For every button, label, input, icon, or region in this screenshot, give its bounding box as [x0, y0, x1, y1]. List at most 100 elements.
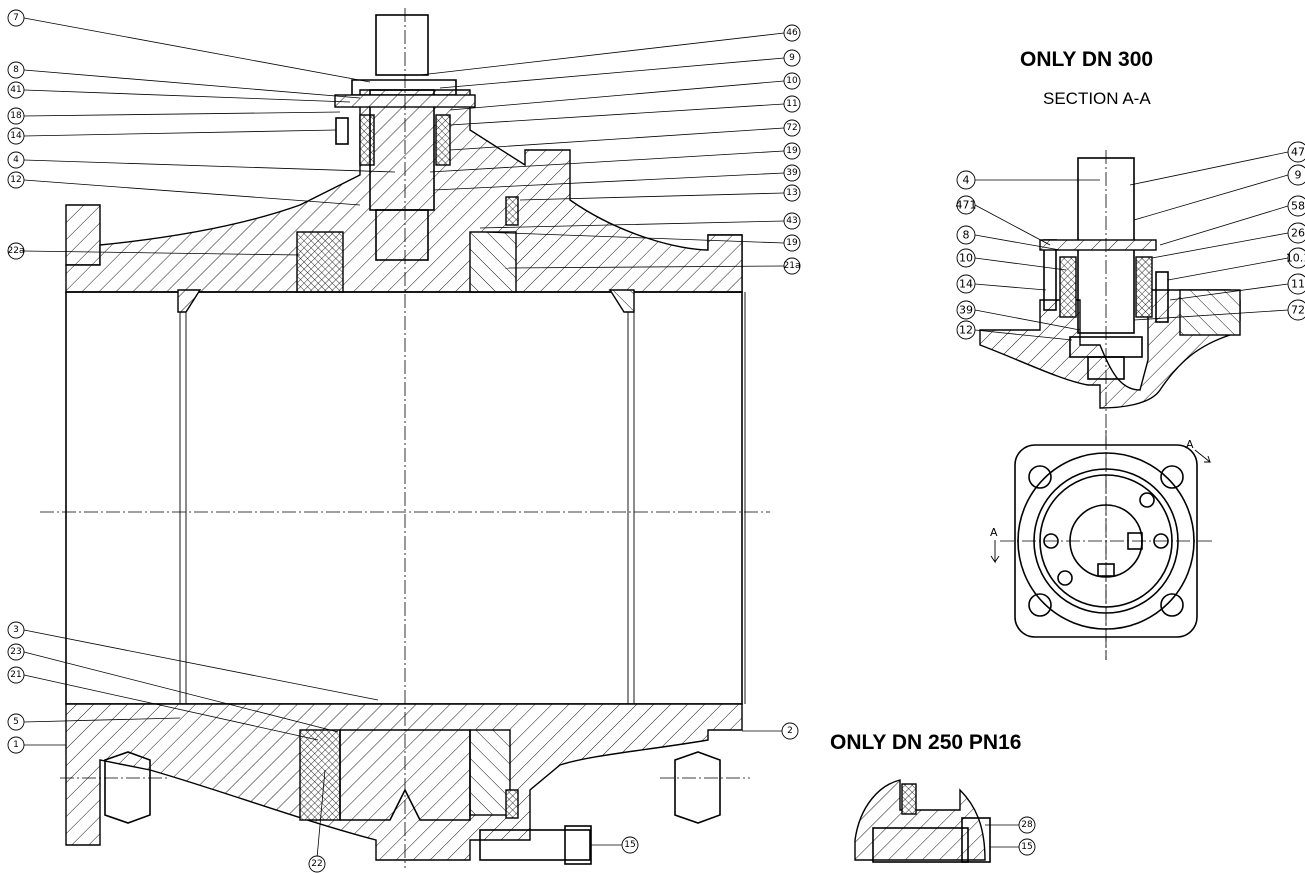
balloon-10: 10 — [956, 248, 1067, 271]
svg-text:21a: 21a — [784, 261, 801, 271]
balloon-21: 21 — [7, 666, 319, 741]
svg-text:72: 72 — [786, 123, 797, 133]
svg-text:5: 5 — [13, 717, 19, 727]
section-balloons-left: 4 471 810 14 39 12 — [956, 170, 1100, 341]
svg-text:9: 9 — [1295, 169, 1302, 182]
svg-text:41: 41 — [10, 85, 21, 95]
main-section-view — [40, 8, 770, 868]
svg-text:2: 2 — [787, 726, 793, 736]
svg-text:72: 72 — [1291, 304, 1305, 317]
balloon-2: 2 — [742, 722, 799, 740]
svg-text:8: 8 — [13, 65, 19, 75]
svg-text:10: 10 — [959, 252, 973, 265]
balloon-19: 19 — [429, 142, 801, 173]
svg-text:10.1: 10.1 — [1286, 252, 1305, 265]
svg-text:21: 21 — [10, 670, 21, 680]
balloon-13: 13 — [519, 184, 801, 202]
balloon-22a: 22a — [8, 242, 301, 260]
svg-text:15: 15 — [1021, 842, 1032, 852]
dn250-detail-view — [854, 779, 991, 863]
svg-text:11: 11 — [1291, 278, 1305, 291]
balloon-9: 9 — [1133, 164, 1305, 221]
balloon-14: 14 — [956, 274, 1047, 294]
svg-text:47: 47 — [1291, 146, 1305, 159]
svg-text:19: 19 — [786, 146, 798, 156]
section-aa-view — [979, 150, 1241, 660]
svg-text:28: 28 — [1021, 820, 1033, 830]
svg-text:19: 19 — [786, 238, 798, 248]
svg-text:14: 14 — [10, 131, 22, 141]
svg-text:9: 9 — [789, 53, 795, 63]
svg-text:11: 11 — [786, 99, 797, 109]
balloon-5: 5 — [7, 713, 181, 731]
title-section-aa: SECTION A-A — [1043, 89, 1151, 108]
balloon-15-main: 15 — [590, 836, 639, 854]
svg-text:58: 58 — [1291, 200, 1305, 213]
balloon-10: 10 — [449, 72, 801, 111]
packing-right — [435, 114, 451, 166]
upper-right-seat — [469, 231, 517, 293]
left-flange — [65, 204, 101, 266]
svg-text:26: 26 — [1291, 227, 1305, 240]
section-balloons-right: 47 9 58 26 10.1 11 72 — [1129, 141, 1305, 321]
balloon-9: 9 — [439, 49, 801, 89]
svg-text:12: 12 — [10, 175, 21, 185]
balloon-12: 12 — [7, 171, 361, 206]
lower-body — [65, 703, 743, 861]
section-marker-a-left: A — [990, 526, 998, 539]
balloon-8: 8 — [956, 225, 1061, 251]
svg-text:3: 3 — [13, 625, 19, 635]
svg-text:39: 39 — [959, 304, 973, 317]
balloon-471: 471 — [956, 195, 1051, 246]
balloon-26: 26 — [1151, 222, 1305, 259]
stem-top — [375, 14, 429, 76]
balloon-23: 23 — [7, 643, 339, 733]
bolt-14 — [335, 117, 349, 145]
balloon-1: 1 — [7, 736, 66, 754]
balloon-12: 12 — [956, 320, 1073, 341]
svg-text:39: 39 — [786, 168, 798, 178]
svg-text:13: 13 — [786, 188, 797, 198]
section-marker-a-top: A — [1186, 438, 1194, 451]
svg-text:22: 22 — [311, 859, 322, 869]
balloon-39: 39 — [433, 164, 801, 191]
balloon-46: 46 — [419, 24, 801, 76]
svg-text:471: 471 — [956, 199, 977, 212]
balloon-11: 11 — [1169, 273, 1305, 301]
balloon-14: 14 — [7, 127, 337, 145]
title-dn300: ONLY DN 300 — [1020, 48, 1153, 71]
balloon-72: 72 — [1133, 299, 1305, 321]
title-dn250: ONLY DN 250 PN16 — [830, 731, 1021, 754]
upper-body — [65, 89, 743, 293]
flange-top-view: A A — [990, 430, 1212, 660]
balloon-58: 58 — [1159, 195, 1305, 246]
balloon-72: 72 — [449, 119, 801, 151]
balloon-43: 43 — [479, 212, 801, 230]
svg-text:12: 12 — [959, 324, 973, 337]
balloon-21a: 21a — [504, 257, 801, 275]
svg-text:14: 14 — [959, 278, 973, 291]
svg-text:4: 4 — [963, 174, 970, 187]
bore — [65, 291, 743, 705]
balloon-4: 4 — [7, 151, 396, 173]
main-balloons-bottom-left: 3 23 21 5 1 — [7, 621, 379, 754]
balloon-15-detail: 15 — [990, 838, 1036, 856]
upper-left-seat — [296, 231, 344, 293]
svg-text:1: 1 — [13, 740, 19, 750]
svg-text:18: 18 — [10, 111, 22, 121]
balloon-28: 28 — [985, 816, 1036, 834]
lower-left-seat — [299, 729, 341, 821]
balloon-39: 39 — [956, 300, 1081, 331]
svg-text:22a: 22a — [8, 246, 25, 256]
balloon-3: 3 — [7, 621, 379, 701]
ball-bottom — [339, 729, 471, 821]
balloon-10-1: 10.1 — [1167, 247, 1305, 281]
svg-text:23: 23 — [10, 647, 21, 657]
nut-right — [674, 751, 721, 824]
balloon-47: 47 — [1129, 141, 1305, 186]
balloon-11: 11 — [449, 95, 801, 126]
balloon-22: 22 — [308, 769, 326, 873]
